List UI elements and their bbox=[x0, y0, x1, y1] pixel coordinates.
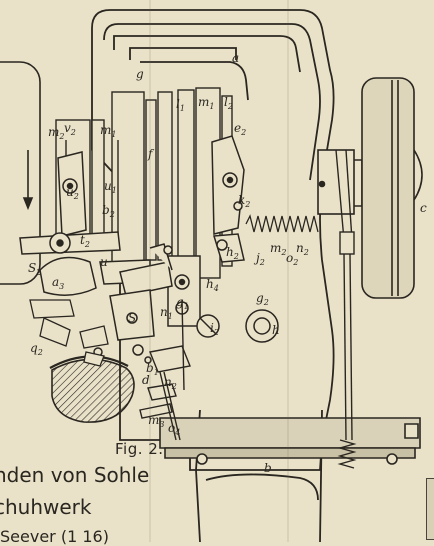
svg-text:a: a bbox=[232, 51, 239, 65]
spring-rod bbox=[335, 149, 357, 469]
shoe-sole bbox=[49, 355, 135, 423]
svg-text:g: g bbox=[136, 67, 144, 81]
svg-text:n2: n2 bbox=[164, 375, 177, 391]
svg-text:g2: g2 bbox=[256, 291, 269, 307]
edge-tab bbox=[426, 478, 434, 540]
base-plate bbox=[159, 417, 421, 465]
svg-text:n2: n2 bbox=[296, 241, 309, 257]
svg-text:t2: t2 bbox=[80, 233, 90, 249]
title-line-2: chuhwerk bbox=[0, 495, 92, 519]
svg-text:h4: h4 bbox=[206, 277, 219, 293]
svg-text:k2: k2 bbox=[238, 193, 250, 209]
title-line-3: Seever (1 16) bbox=[0, 527, 109, 546]
svg-text:l1: l1 bbox=[176, 97, 185, 113]
title-line-1: nden von Sohle bbox=[0, 463, 150, 487]
svg-text:S: S bbox=[128, 311, 136, 325]
svg-text:d: d bbox=[142, 373, 150, 387]
left-roller bbox=[0, 61, 41, 285]
svg-text:v2: v2 bbox=[64, 121, 76, 137]
feed-clamps bbox=[29, 299, 109, 367]
svg-text:e2: e2 bbox=[234, 121, 246, 137]
figure-caption: Fig. 2. bbox=[115, 440, 164, 458]
upper-right-linkage bbox=[211, 135, 245, 263]
awl-assembly bbox=[139, 299, 191, 441]
svg-text:m2: m2 bbox=[270, 241, 286, 257]
svg-text:u: u bbox=[100, 255, 108, 269]
svg-text:q2: q2 bbox=[30, 341, 43, 357]
svg-text:c: c bbox=[420, 201, 427, 215]
svg-text:i2: i2 bbox=[210, 321, 219, 337]
center-mechanism bbox=[93, 243, 279, 364]
svg-text:f: f bbox=[147, 147, 155, 161]
svg-text:h: h bbox=[272, 323, 280, 337]
tension-spring bbox=[245, 214, 319, 233]
drive-pulley bbox=[317, 77, 423, 299]
svg-text:b: b bbox=[264, 461, 272, 475]
svg-text:j2: j2 bbox=[253, 251, 265, 267]
svg-text:l2: l2 bbox=[224, 95, 233, 111]
